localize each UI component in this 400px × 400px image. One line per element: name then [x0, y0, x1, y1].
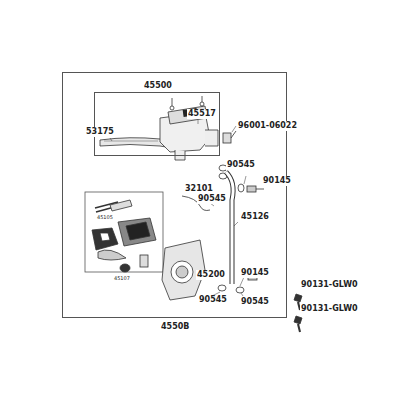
callout-number: 90145 [240, 268, 270, 278]
callout-number: 90131-GLW0 [300, 304, 359, 314]
callout-number: 45126 [240, 212, 270, 222]
part-number: 45500 [143, 81, 173, 90]
callout-number: 90545 [240, 297, 270, 307]
callout-number: 90545 [226, 160, 256, 170]
callout-number: 45517 [187, 109, 217, 119]
callout-number: 45105 [96, 214, 114, 220]
assembly-frame: 4550B45500 [62, 72, 287, 318]
callout-number: 90145 [262, 176, 292, 186]
callout-number: 90545 [198, 295, 228, 305]
callout-number: 32101 [184, 184, 214, 194]
callout-number: 45200 [196, 270, 226, 280]
callout-number: 90131-GLW0 [300, 280, 359, 290]
subassembly-frame: 45500 [94, 92, 220, 156]
callout-number: 90545 [197, 194, 227, 204]
callout-number: 45107 [113, 275, 131, 281]
callout-number: 53175 [85, 127, 115, 137]
callout-number: 96001-06022 [237, 121, 298, 131]
part-number: 4550B [160, 322, 190, 331]
